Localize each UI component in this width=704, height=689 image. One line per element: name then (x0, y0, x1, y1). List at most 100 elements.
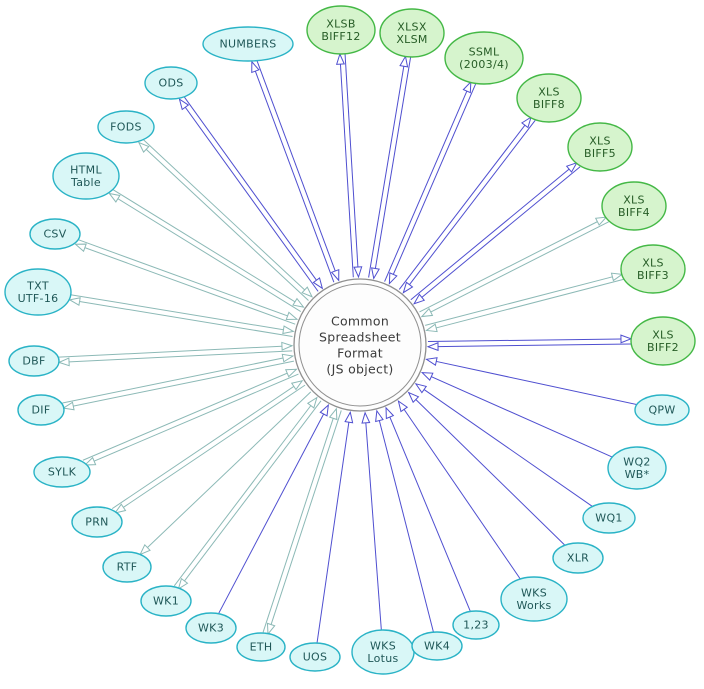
edge-wks-lotus (361, 411, 382, 631)
edge-wq1 (414, 382, 593, 507)
edge-ods (178, 95, 324, 292)
node-ellipse (306, 5, 376, 55)
edge-line (178, 400, 322, 590)
edge-line (388, 83, 477, 284)
node-ellipse (634, 394, 690, 426)
node-label: WK3 (198, 622, 224, 635)
edge-line (421, 372, 613, 458)
node-label: ETH (250, 641, 273, 654)
edge-line (425, 273, 623, 326)
node-ellipse (8, 345, 60, 377)
edge-line (421, 221, 609, 318)
node-label: RTF (117, 561, 138, 574)
arrowhead-icon (413, 293, 426, 305)
arrowhead-icon (353, 266, 363, 279)
edge-line (373, 57, 412, 279)
node-ellipse (582, 502, 636, 534)
edge-line (173, 397, 318, 587)
arrowhead-icon (137, 141, 150, 154)
arrowhead-icon (594, 216, 608, 226)
node-label: WQ1 (595, 512, 622, 525)
arrowhead-icon (312, 277, 324, 290)
node-wq1: WQ1 (582, 502, 636, 534)
edge-line (59, 350, 293, 363)
edge-rtf (139, 391, 312, 556)
node-label: FODS (110, 121, 142, 134)
node-label: NUMBERS (220, 38, 277, 51)
node-label: WK4 (424, 640, 450, 653)
arrowhead-icon (266, 622, 276, 636)
node-ellipse (379, 8, 445, 58)
edge-line (142, 138, 313, 298)
node-dbf: DBF (8, 345, 60, 377)
edge-layer (57, 52, 637, 644)
node-ods: ODS (144, 66, 198, 100)
arrowhead-icon (282, 325, 295, 335)
edge-line (256, 59, 340, 281)
node-ellipse (17, 394, 65, 426)
edge-line (364, 412, 382, 631)
edge-line (398, 116, 532, 290)
arrowhead-icon (425, 357, 438, 366)
edge-dif (62, 353, 295, 411)
edge-line (402, 120, 536, 293)
node-ellipse (52, 152, 120, 200)
arrowhead-icon (113, 503, 127, 514)
node-ellipse (29, 218, 81, 250)
node-rtf: RTF (102, 551, 152, 583)
arrowhead-icon (620, 334, 633, 344)
edge-line (419, 216, 607, 313)
node-ellipse (102, 551, 152, 583)
arrowhead-icon (285, 311, 299, 320)
edge-line (408, 392, 566, 546)
node-label: XLR (567, 552, 589, 565)
node-label: 1,23 (463, 619, 489, 632)
node-ellipse (4, 268, 72, 316)
edge-qpw (425, 357, 637, 406)
node-sylk: SYLK (33, 456, 91, 488)
edge-line (111, 380, 303, 510)
center-outer-circle (293, 278, 427, 412)
edge-line (398, 400, 521, 580)
edge-line (339, 54, 354, 278)
node-label: PRN (85, 516, 108, 529)
node-ellipse (236, 632, 286, 662)
node-ellipse (630, 316, 696, 366)
edge-line (82, 368, 297, 461)
arrowhead-icon (335, 52, 345, 65)
node-ellipse (567, 122, 633, 172)
edge-line (413, 166, 581, 305)
node-ellipse (411, 631, 463, 661)
arrowhead-icon (281, 341, 294, 351)
edge-prn (111, 380, 306, 514)
edge-txt-utf16 (68, 294, 295, 338)
arrowhead-icon (420, 307, 434, 318)
arrowhead-icon (385, 406, 395, 420)
edge-line (114, 384, 306, 514)
edge-eth (262, 407, 342, 636)
edge-line (262, 408, 337, 633)
arrowhead-icon (397, 399, 409, 413)
arrowhead-icon (399, 54, 409, 68)
edge-line (415, 383, 593, 507)
node-ellipse (289, 642, 341, 672)
node-prn: PRN (71, 506, 123, 538)
edge-line (426, 358, 637, 406)
edge-wk1 (173, 396, 322, 591)
